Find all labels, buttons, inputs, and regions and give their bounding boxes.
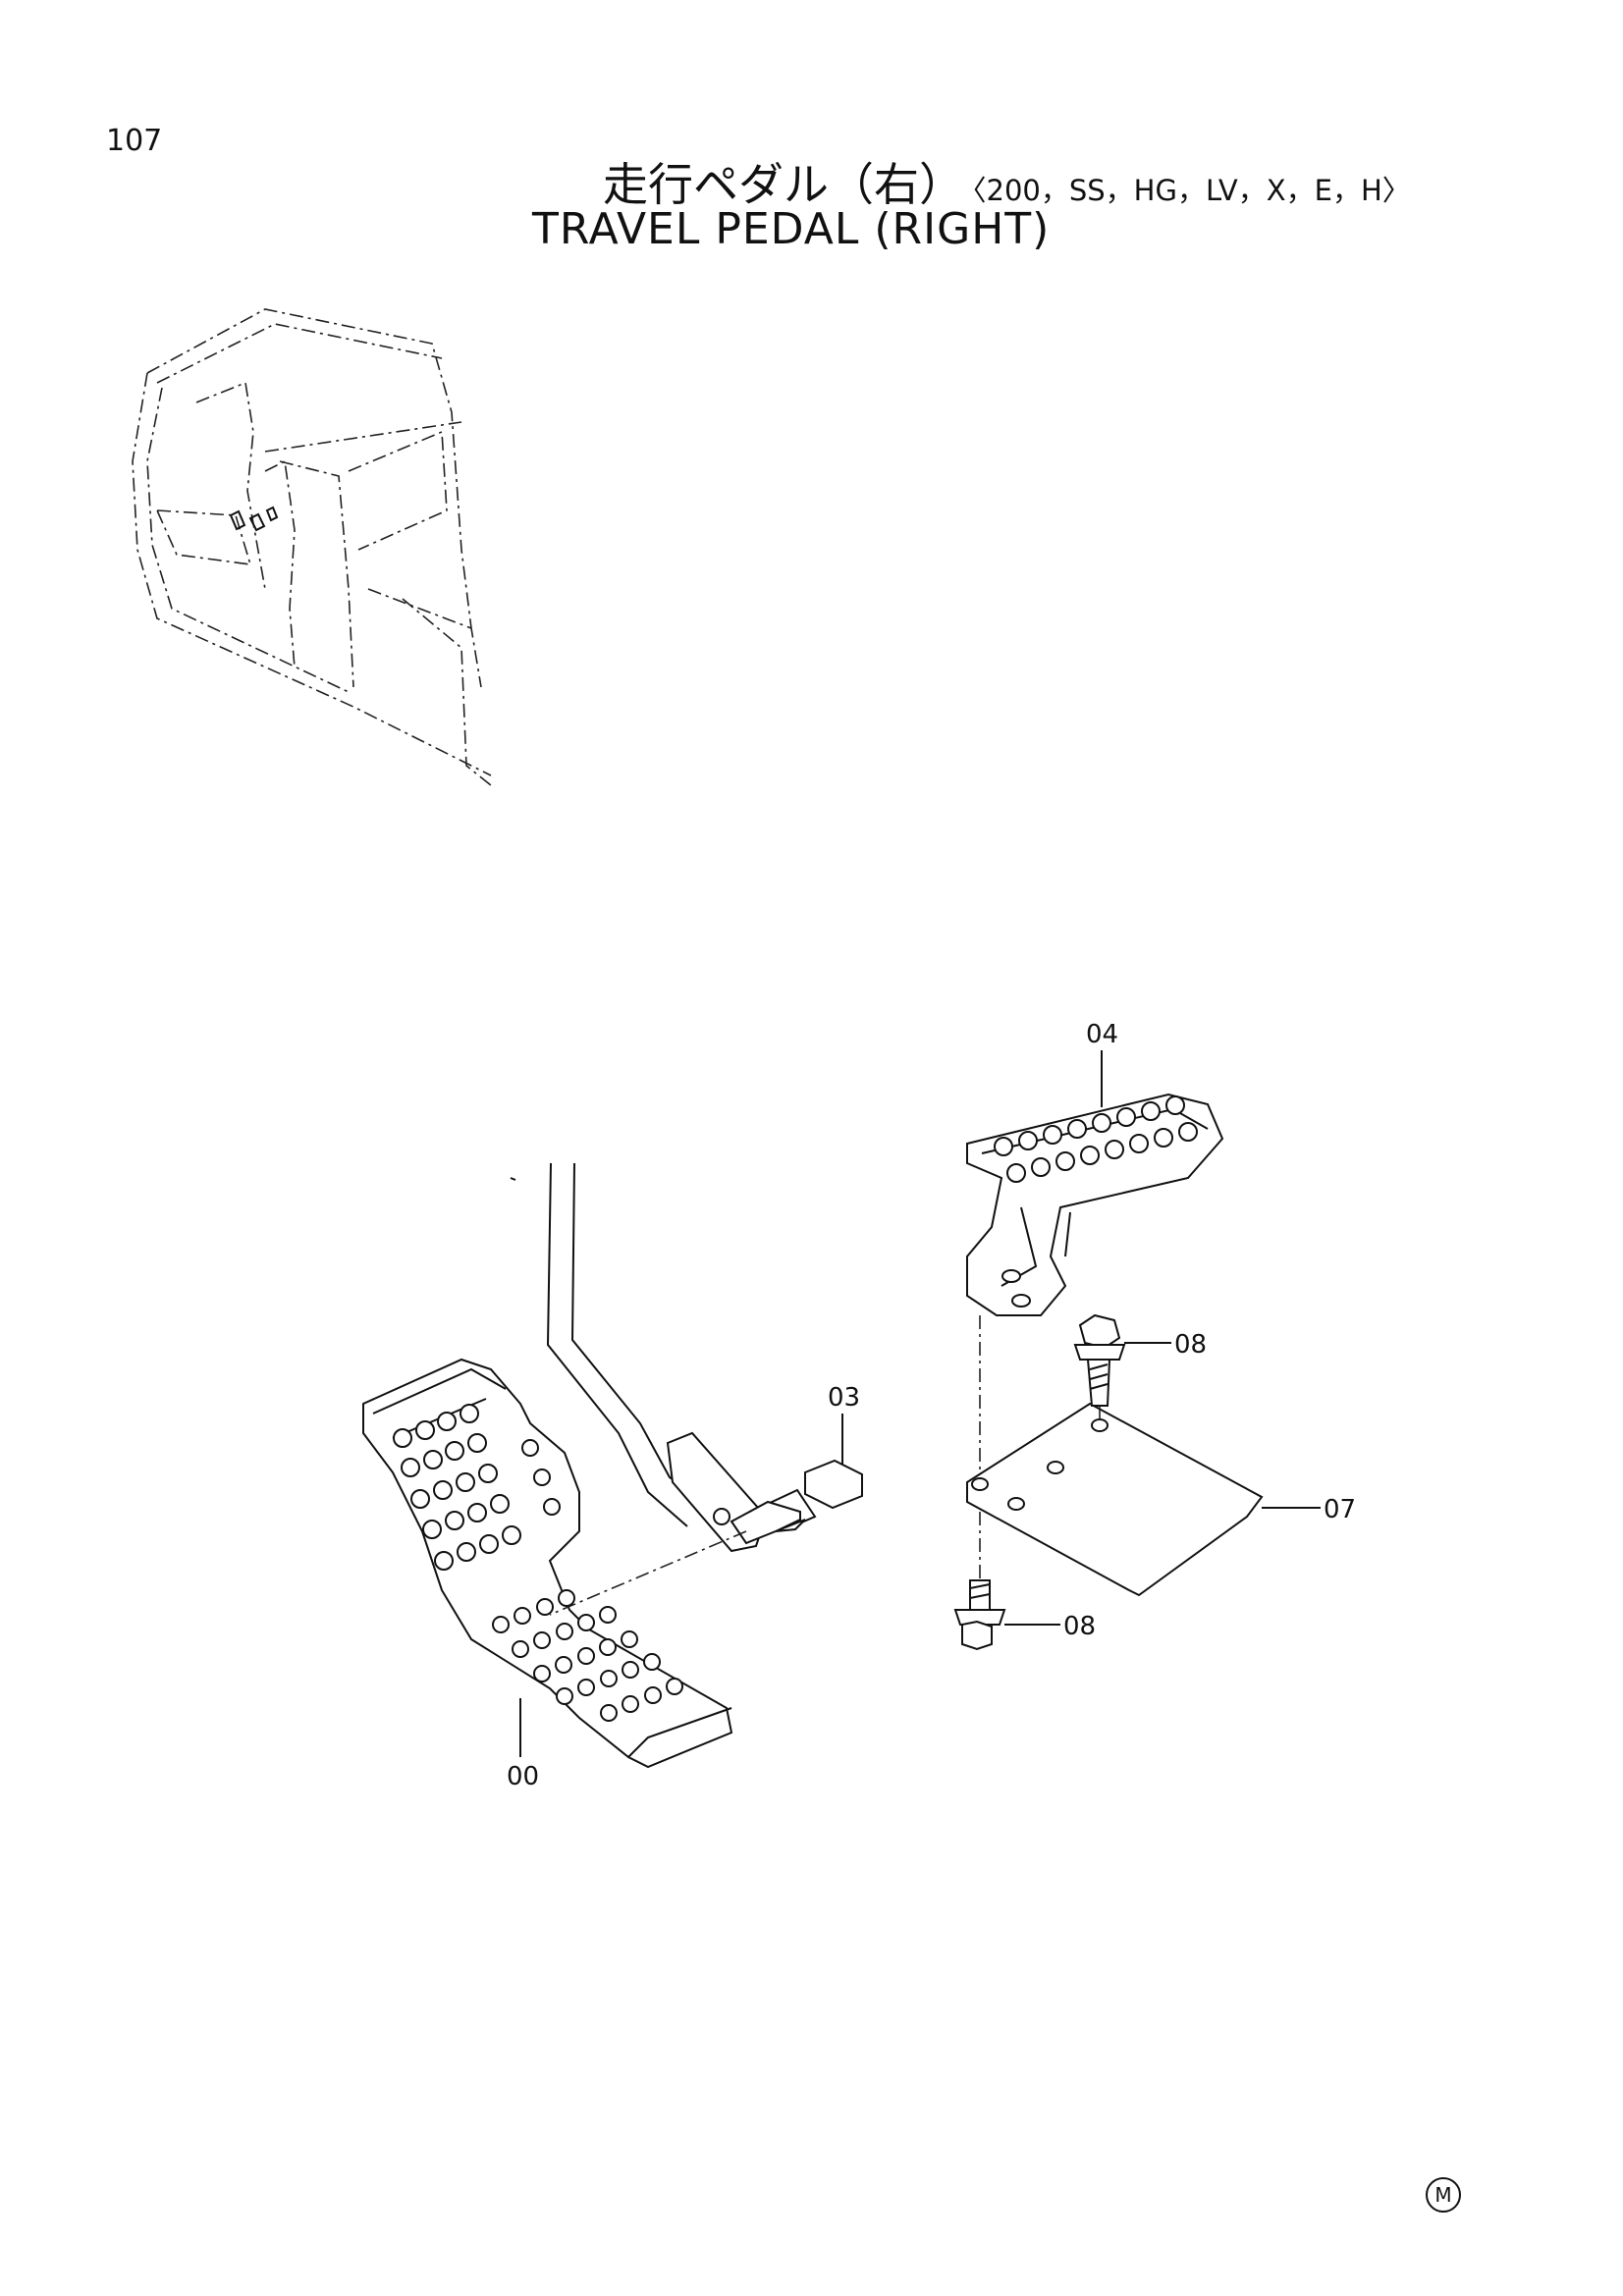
pedal-grip-dots [393,1404,683,1722]
title-jp-text: 走行ペダル（右） [603,158,964,211]
label-part-00: 00 [507,1762,539,1791]
part-04-pedal [966,1050,1224,1472]
title-models: 〈200，SS，HG，LV，X，E，H〉 [972,174,1411,207]
label-part-07: 07 [1324,1495,1356,1524]
part-07-plate [966,1402,1321,1597]
label-part-04: 04 [1086,1020,1118,1049]
part-08-upper-bolt [1073,1313,1171,1418]
label-part-08-lower: 08 [1063,1612,1096,1641]
page-number: 107 [106,124,163,158]
part-08-lower-bolt [953,1579,1060,1651]
m-mark-symbol: M [1426,2177,1461,2213]
title-english: TRAVEL PEDAL (RIGHT) [532,204,1051,254]
part-03-bolt [549,1414,863,1616]
part-00-pedal [362,1358,733,1769]
label-part-08-upper: 08 [1174,1330,1207,1360]
label-part-03: 03 [828,1383,860,1413]
cab-location-sketch [132,308,492,786]
title-japanese: 走行ペダル（右）〈200，SS，HG，LV，X，E，H〉 [603,149,1411,214]
